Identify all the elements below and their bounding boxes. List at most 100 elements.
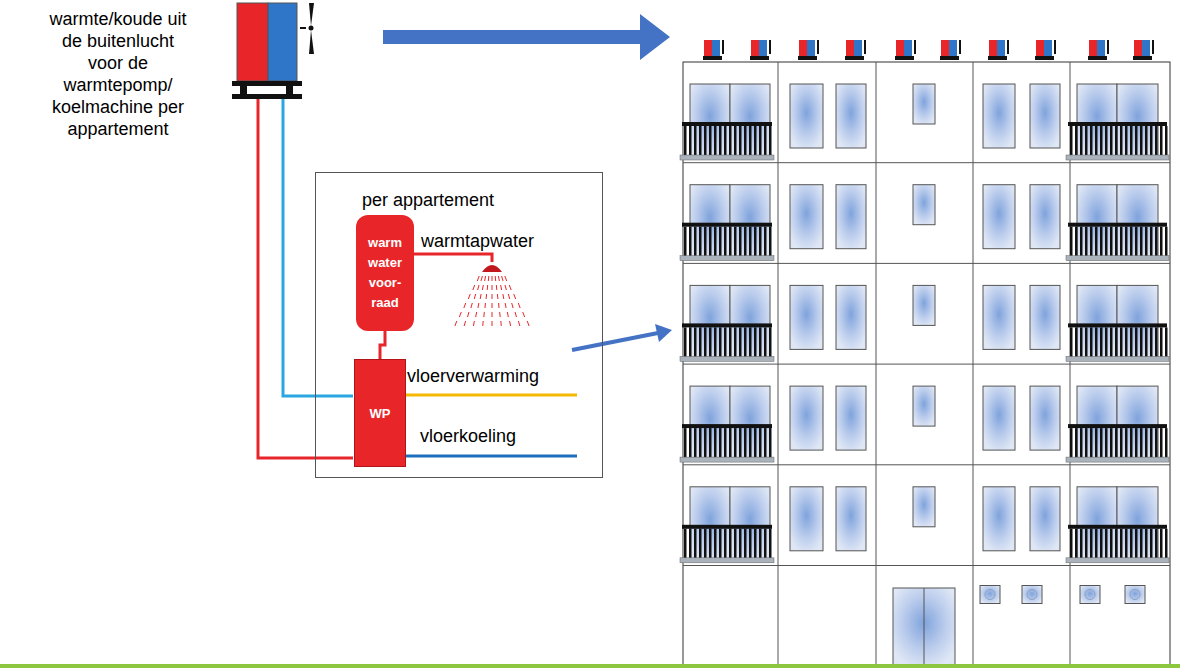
balcony-bar bbox=[1150, 327, 1153, 357]
water-drop bbox=[505, 276, 507, 281]
balcony-bar bbox=[684, 327, 687, 357]
balcony-rail bbox=[1068, 323, 1167, 327]
balcony-bar bbox=[759, 428, 762, 458]
door-split bbox=[924, 588, 925, 666]
ground-window bbox=[1125, 586, 1145, 604]
water-drop bbox=[482, 321, 483, 326]
floor-heating-label: vloerverwarming bbox=[407, 365, 539, 387]
balcony-bar bbox=[709, 428, 712, 458]
floor-line bbox=[683, 565, 1170, 566]
balcony-bar bbox=[1160, 327, 1163, 357]
balcony-bar bbox=[1165, 529, 1168, 559]
vent bbox=[1085, 590, 1095, 600]
balcony-bar bbox=[1075, 428, 1078, 458]
roof-unit bbox=[896, 40, 904, 56]
balcony-bar bbox=[1120, 529, 1123, 559]
roof-unit-fan bbox=[769, 40, 771, 54]
balcony-bar bbox=[769, 227, 772, 257]
balcony-bar bbox=[1160, 428, 1163, 458]
balcony-bar bbox=[689, 126, 692, 156]
balcony-bar bbox=[699, 428, 702, 458]
roof-unit-fan bbox=[1054, 40, 1056, 54]
floor-line bbox=[683, 162, 1170, 163]
balcony-bar bbox=[739, 227, 742, 257]
balcony-bar bbox=[729, 126, 732, 156]
roof-unit bbox=[704, 40, 712, 56]
balcony-slab bbox=[1066, 457, 1169, 462]
balcony-bar bbox=[704, 327, 707, 357]
balcony-bar bbox=[1140, 227, 1143, 257]
balcony-bar bbox=[739, 428, 742, 458]
vent bbox=[1130, 590, 1140, 600]
vent bbox=[985, 590, 995, 600]
balcony-slab bbox=[680, 558, 774, 563]
balcony-bar bbox=[1140, 529, 1143, 559]
ground-window bbox=[1022, 586, 1042, 604]
window bbox=[836, 487, 866, 551]
water-drop bbox=[464, 303, 466, 308]
balcony-bar bbox=[754, 126, 757, 156]
balcony-rail bbox=[682, 223, 772, 227]
balcony-bar bbox=[764, 126, 767, 156]
tap-pipe bbox=[413, 254, 492, 262]
water-drop bbox=[473, 321, 475, 326]
window bbox=[1117, 185, 1158, 257]
balcony-bar bbox=[749, 227, 752, 257]
water-drop bbox=[473, 285, 475, 290]
balcony-bar bbox=[1085, 227, 1088, 257]
roof-unit-base bbox=[798, 56, 817, 60]
balcony-bar bbox=[1140, 428, 1143, 458]
window bbox=[1077, 84, 1117, 156]
water-drop bbox=[484, 276, 486, 281]
apartment-building bbox=[680, 40, 1170, 666]
roof-unit bbox=[1134, 40, 1142, 56]
balcony-bar bbox=[1100, 327, 1103, 357]
roof-unit bbox=[751, 40, 759, 56]
roof-unit-fan bbox=[864, 40, 866, 54]
balcony-bar bbox=[1075, 126, 1078, 156]
water-drop bbox=[481, 276, 482, 281]
balcony-bar bbox=[1105, 529, 1108, 559]
window bbox=[790, 285, 823, 349]
water-drop bbox=[509, 285, 511, 290]
balcony-bar bbox=[1100, 126, 1103, 156]
balcony-bar bbox=[704, 428, 707, 458]
balcony-bar bbox=[1135, 428, 1138, 458]
balcony-bar bbox=[734, 327, 737, 357]
pipe-connector bbox=[380, 331, 385, 359]
balcony-bar bbox=[1100, 428, 1103, 458]
balcony-bar bbox=[1120, 126, 1123, 156]
balcony-bar bbox=[1155, 428, 1158, 458]
balcony-bar bbox=[689, 227, 692, 257]
balcony-bar bbox=[1125, 327, 1128, 357]
balcony-bar bbox=[1165, 227, 1168, 257]
roof-unit-base bbox=[895, 56, 914, 60]
roof-unit bbox=[904, 40, 912, 56]
water-drop bbox=[515, 312, 516, 317]
balcony-bar bbox=[724, 327, 727, 357]
window bbox=[1030, 487, 1060, 551]
water-drop bbox=[464, 321, 465, 326]
balcony-bar bbox=[1145, 227, 1148, 257]
window bbox=[730, 285, 770, 357]
roof-unit bbox=[807, 40, 815, 56]
balcony-bar bbox=[1070, 529, 1073, 559]
node-text: warm water voor- raad bbox=[362, 233, 408, 313]
water-drop bbox=[477, 303, 479, 308]
balcony-bar bbox=[754, 227, 757, 257]
ground-window bbox=[980, 586, 1000, 604]
balcony-rail bbox=[1068, 424, 1167, 428]
water-drop bbox=[492, 321, 493, 326]
balcony-bar bbox=[714, 327, 717, 357]
floor-line bbox=[683, 364, 1170, 365]
hot-water-tank: warm water voor- raad bbox=[356, 215, 414, 331]
balcony-bar bbox=[689, 428, 692, 458]
balcony-bar bbox=[1150, 428, 1153, 458]
water-drop bbox=[514, 294, 516, 299]
balcony-bar bbox=[1145, 428, 1148, 458]
roof-unit bbox=[712, 40, 720, 56]
vent bbox=[1027, 590, 1037, 600]
roof-unit bbox=[799, 40, 807, 56]
balcony-bar bbox=[1090, 428, 1093, 458]
